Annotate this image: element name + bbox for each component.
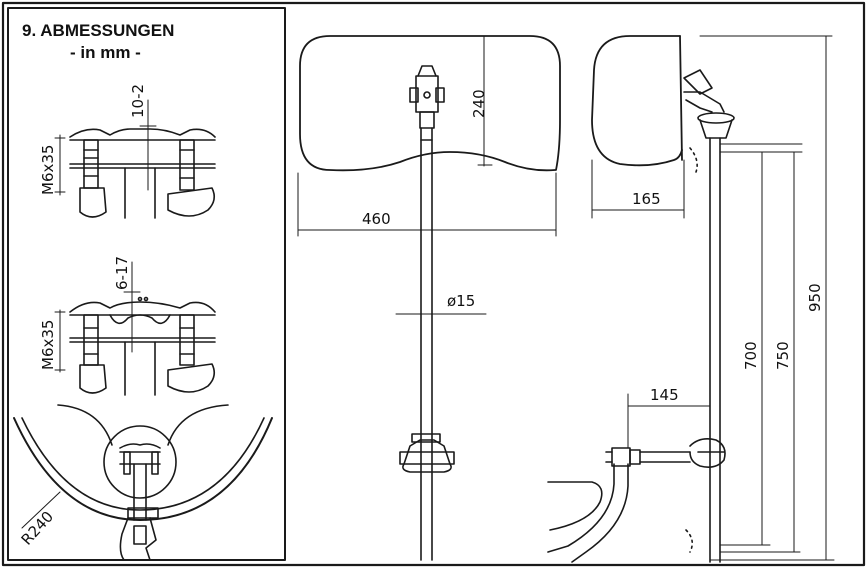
clamp-top-bolt-label: M6x35	[39, 145, 57, 195]
height-750-label: 750	[774, 341, 792, 370]
round-mirror-radius-label: R240	[18, 508, 58, 549]
clamp-top-gap-label: 10-2	[129, 84, 147, 118]
height-700-label: 700	[742, 341, 760, 370]
height-950-label: 950	[806, 283, 824, 312]
side-mirror-depth-label: 165	[632, 190, 661, 208]
clamp-middle-drawing	[54, 261, 216, 396]
page-title: 9. ABMESSUNGEN	[22, 21, 174, 40]
clamp-top-drawing	[54, 99, 216, 219]
page-subtitle: - in mm -	[70, 43, 141, 62]
side-mirror-drawing	[547, 35, 835, 563]
round-mirror-drawing	[13, 404, 273, 561]
front-tube-diameter-label: ø15	[447, 292, 475, 310]
clamp-middle-gap-label: 6-17	[113, 256, 131, 290]
front-mirror-height-label: 240	[470, 89, 488, 118]
front-mirror-drawing	[297, 35, 561, 561]
clamp-middle-bolt-label: M6x35	[39, 320, 57, 370]
front-mirror-width-label: 460	[362, 210, 391, 228]
left-panel-border	[7, 7, 286, 561]
side-bracket-offset-label: 145	[650, 386, 679, 404]
